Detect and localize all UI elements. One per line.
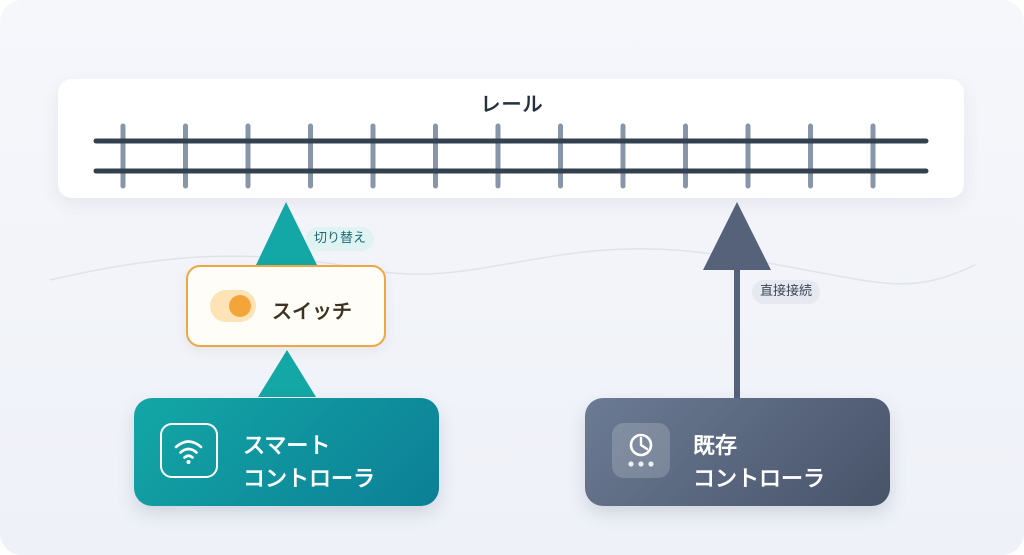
toggle-icon	[210, 290, 256, 322]
legacy-controller-title-line2: コントローラ	[693, 467, 826, 492]
smart-controller-title-line1: スマート	[243, 434, 331, 459]
direct-connection-label: 直接接続	[752, 280, 821, 304]
rail-title: レール	[480, 92, 544, 116]
toggle-knob	[229, 295, 251, 317]
rail-graphic	[93, 123, 929, 189]
switch-label: スイッチ	[272, 299, 352, 323]
clock-icon	[612, 423, 670, 478]
legacy-controller-node[interactable]: 既存 コントローラ	[585, 398, 890, 506]
legacy-controller-title-line1: 既存	[693, 434, 738, 459]
smart-controller-node[interactable]: スマート コントローラ	[134, 398, 439, 506]
legacy-to-rail-arrowhead	[703, 202, 771, 270]
smart-controller-title-line2: コントローラ	[243, 467, 376, 492]
wifi-icon	[160, 423, 218, 478]
switch-node[interactable]: スイッチ	[186, 265, 386, 347]
switch-to-rail-arrow	[256, 202, 317, 265]
switching-label: 切り替え	[306, 227, 375, 251]
smart-to-switch-arrow	[258, 350, 316, 397]
